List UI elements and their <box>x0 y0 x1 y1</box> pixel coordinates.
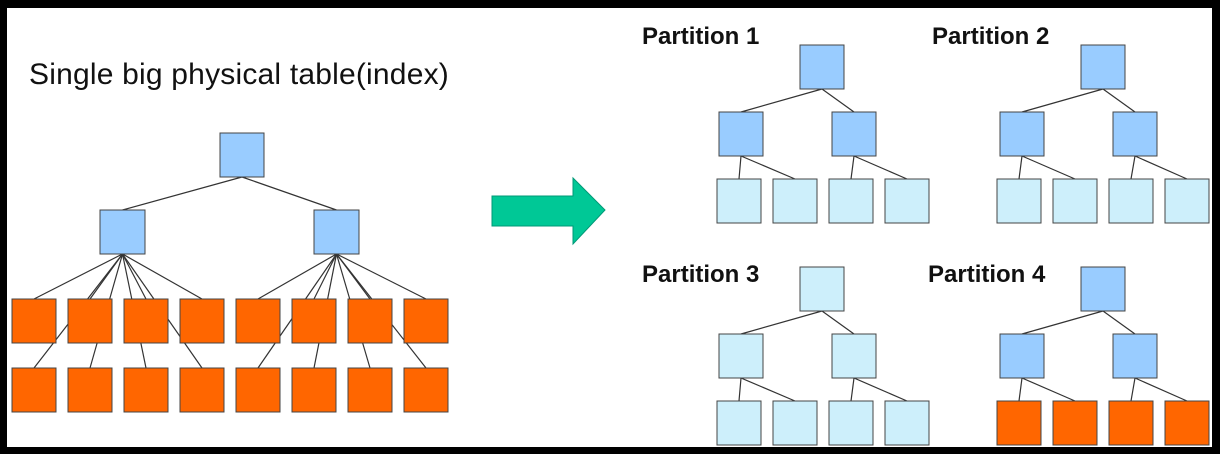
partition-1-leaf-node <box>828 178 874 224</box>
partition-1-edge-mid-0-0 <box>738 155 742 180</box>
diagram-title: Single big physical table(index) <box>29 58 449 91</box>
partition-3-edge-mid-1-0 <box>850 377 855 402</box>
partition-3-edge-mid-0-1 <box>740 377 796 402</box>
partition-1-leaf-node <box>716 178 762 224</box>
edge-mid-row1-0-3 <box>122 253 203 300</box>
partition-1-branch-node <box>718 111 764 157</box>
partition-1-edge-root-0 <box>740 88 823 113</box>
partition-1-label: Partition 1 <box>642 23 760 50</box>
partition-2-branch-node <box>1112 111 1158 157</box>
partition-4-root-node <box>1080 266 1126 312</box>
partition-1-root-node <box>799 44 845 90</box>
partition-3-leaf-node <box>772 400 818 446</box>
partition-4-leaf-node <box>1052 400 1098 446</box>
edge-mid-row1-0-0 <box>33 253 123 300</box>
partition-2-leaf-node <box>1164 178 1210 224</box>
partition-1-branch-node <box>831 111 877 157</box>
edge-mid-row1-1-0 <box>257 253 337 300</box>
partition-4-edge-mid-0-0 <box>1018 377 1023 402</box>
partition-4-branch-node <box>999 333 1045 379</box>
partition-4-edge-root-1 <box>1102 310 1136 335</box>
partition-2-edge-mid-0-1 <box>1021 155 1076 180</box>
big-table-leaf-node <box>291 367 337 413</box>
partition-3-label: Partition 3 <box>642 261 760 288</box>
big-table-leaf-node <box>235 298 281 344</box>
big-table-leaf-node <box>291 298 337 344</box>
partition-4-leaf-node <box>996 400 1042 446</box>
partition-3-edge-mid-1-1 <box>853 377 908 402</box>
partition-1-edge-mid-0-1 <box>740 155 796 180</box>
big-table-leaf-node <box>179 298 225 344</box>
partition-1-edge-mid-1-1 <box>853 155 908 180</box>
diagram-canvas: Single big physical table(index) Partiti… <box>7 8 1212 447</box>
big-table-branch-node <box>313 209 360 255</box>
edge-mid-row1-0-2 <box>121 253 147 300</box>
partition-2-edge-mid-1-1 <box>1134 155 1188 180</box>
partition-3-leaf-node <box>828 400 874 446</box>
partition-arrow-icon <box>491 176 606 246</box>
partition-1-leaf-node <box>884 178 930 224</box>
partition-1-leaf-node <box>772 178 818 224</box>
big-table-branch-node <box>99 209 146 255</box>
big-table-leaf-node <box>11 367 57 413</box>
edge-mid-row1-1-3 <box>336 253 427 300</box>
big-table-leaf-node <box>403 298 449 344</box>
edge-root-mid-1 <box>241 176 337 211</box>
partition-3-edge-mid-0-0 <box>738 377 742 402</box>
partition-2-branch-node <box>999 111 1045 157</box>
partition-4-leaf-node <box>1108 400 1154 446</box>
partition-4-leaf-node <box>1164 400 1210 446</box>
partition-2-edge-root-1 <box>1102 88 1136 113</box>
partition-3-root-node <box>799 266 845 312</box>
partition-2-label: Partition 2 <box>932 23 1050 50</box>
big-table-leaf-node <box>67 298 113 344</box>
partition-2-leaf-node <box>1052 178 1098 224</box>
partition-3-branch-node <box>831 333 877 379</box>
edge-mid-row1-1-1 <box>313 253 338 300</box>
big-table-leaf-node <box>403 367 449 413</box>
big-table-leaf-node <box>123 367 169 413</box>
partition-4-label: Partition 4 <box>928 261 1046 288</box>
big-table-leaf-node <box>179 367 225 413</box>
partition-3-leaf-node <box>716 400 762 446</box>
big-table-leaf-node <box>123 298 169 344</box>
partition-4-edge-mid-0-1 <box>1021 377 1076 402</box>
partition-4-branch-node <box>1112 333 1158 379</box>
partition-2-edge-mid-0-0 <box>1018 155 1023 180</box>
big-table-leaf-node <box>67 367 113 413</box>
partition-2-edge-root-0 <box>1021 88 1104 113</box>
partition-4-edge-mid-1-0 <box>1130 377 1136 402</box>
partition-4-edge-root-0 <box>1021 310 1104 335</box>
partition-3-leaf-node <box>884 400 930 446</box>
partition-2-root-node <box>1080 44 1126 90</box>
partition-1-edge-mid-1-0 <box>850 155 855 180</box>
diagram-graphic <box>11 44 1210 446</box>
partition-3-branch-node <box>718 333 764 379</box>
edge-root-mid-0 <box>122 176 243 211</box>
partition-2-edge-mid-1-0 <box>1130 155 1136 180</box>
partition-3-edge-root-0 <box>740 310 823 335</box>
big-table-leaf-node <box>235 367 281 413</box>
partition-1-edge-root-1 <box>821 88 855 113</box>
big-table-leaf-node <box>11 298 57 344</box>
big-table-leaf-node <box>347 367 393 413</box>
big-table-leaf-node <box>347 298 393 344</box>
big-table-root-node <box>219 132 265 178</box>
partition-4-edge-mid-1-1 <box>1134 377 1188 402</box>
partition-2-leaf-node <box>996 178 1042 224</box>
partition-3-edge-root-1 <box>821 310 855 335</box>
partition-2-leaf-node <box>1108 178 1154 224</box>
edge-mid-row1-0-1 <box>89 253 123 300</box>
